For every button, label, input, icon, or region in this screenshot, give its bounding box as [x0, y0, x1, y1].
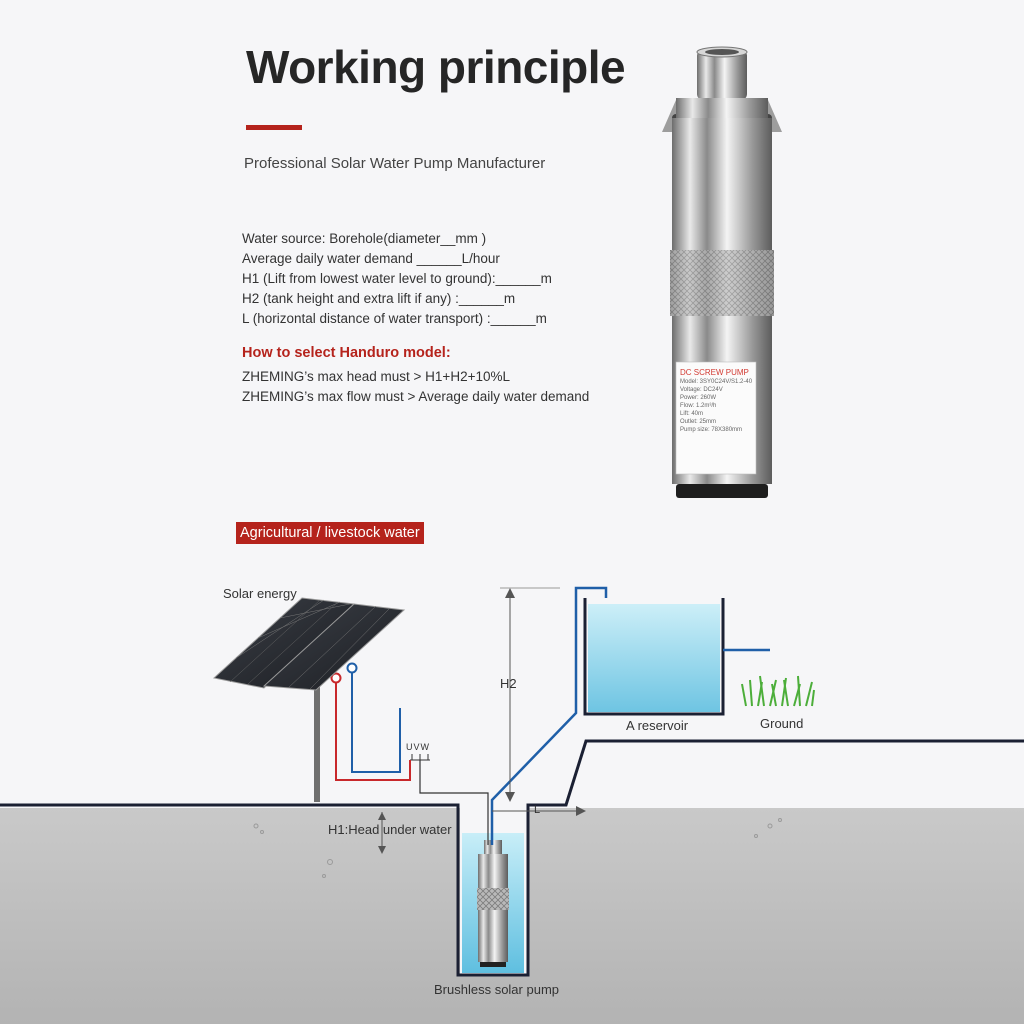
- ground-profile-line: [0, 739, 1024, 977]
- pump-nameplate-title: DC SCREW PUMP: [680, 368, 749, 377]
- requirement-h1: H1 (Lift from lowest water level to grou…: [242, 271, 552, 286]
- requirement-l: L (horizontal distance of water transpor…: [242, 311, 547, 326]
- pump-spec: Pump size: 78X380mm: [680, 427, 743, 433]
- requirement-daily-demand: Average daily water demand ______L/hour: [242, 251, 500, 266]
- pump-nameplate: DC SCREW PUMP Model: 3SY0C24V/S1.2-40 Vo…: [680, 368, 756, 434]
- title-underline: [246, 125, 302, 130]
- l-label: L: [534, 804, 541, 816]
- pump-spec: Voltage: DC24V: [680, 387, 723, 393]
- reservoir-label: A reservoir: [626, 718, 689, 733]
- borehole-pump-image: [477, 840, 509, 967]
- reservoir-water: [588, 604, 720, 712]
- requirements-list: Water source: Borehole(diameter__mm ) Av…: [242, 229, 552, 329]
- pump-spec: Flow: 1.2m³/h: [680, 403, 717, 409]
- pump-cable: [419, 760, 489, 845]
- uvw-label: UVW: [406, 742, 430, 752]
- reservoir-tank: [583, 598, 725, 716]
- pump-spec: Lift: 40m: [680, 411, 704, 417]
- selection-rule-flow: ZHEMING’s max flow must > Average daily …: [242, 389, 590, 404]
- l-dimension: [492, 806, 586, 816]
- h1-dimension: [378, 812, 386, 854]
- pump-spec: Model: 3SY0C24V/S1.2-40: [680, 379, 753, 385]
- h2-label: H2: [500, 676, 517, 691]
- product-pump-image: [662, 46, 782, 498]
- application-tag: Agricultural / livestock water: [236, 522, 424, 544]
- requirement-h2: H2 (tank height and extra lift if any) :…: [242, 291, 516, 306]
- selection-rule-head: ZHEMING’s max head must > H1+H2+10%L: [242, 369, 510, 384]
- page-title: Working principle: [246, 41, 626, 93]
- requirement-water-source: Water source: Borehole(diameter__mm ): [242, 231, 487, 246]
- pump-spec: Outlet: 25mm: [680, 419, 717, 425]
- pump-spec: Power: 260W: [680, 395, 717, 401]
- water-pipe: [490, 586, 608, 845]
- negative-wire: [351, 670, 401, 773]
- solar-panel-icon: [212, 597, 406, 802]
- h1-label: H1:Head under water: [328, 822, 452, 837]
- grass-icon: [741, 675, 815, 707]
- water-bubbles: [253, 818, 782, 878]
- ground-label: Ground: [760, 716, 804, 731]
- h2-dimension: [500, 587, 560, 802]
- solar-energy-label: Solar energy: [223, 586, 297, 601]
- pump-caption: Brushless solar pump: [434, 982, 559, 997]
- selection-heading: How to select Handuro model:: [242, 345, 451, 361]
- positive-wire: [335, 680, 411, 781]
- page-subtitle: Professional Solar Water Pump Manufactur…: [244, 155, 546, 172]
- selection-rules: ZHEMING’s max head must > H1+H2+10%L ZHE…: [242, 367, 589, 407]
- ground-surface: [0, 808, 1024, 1024]
